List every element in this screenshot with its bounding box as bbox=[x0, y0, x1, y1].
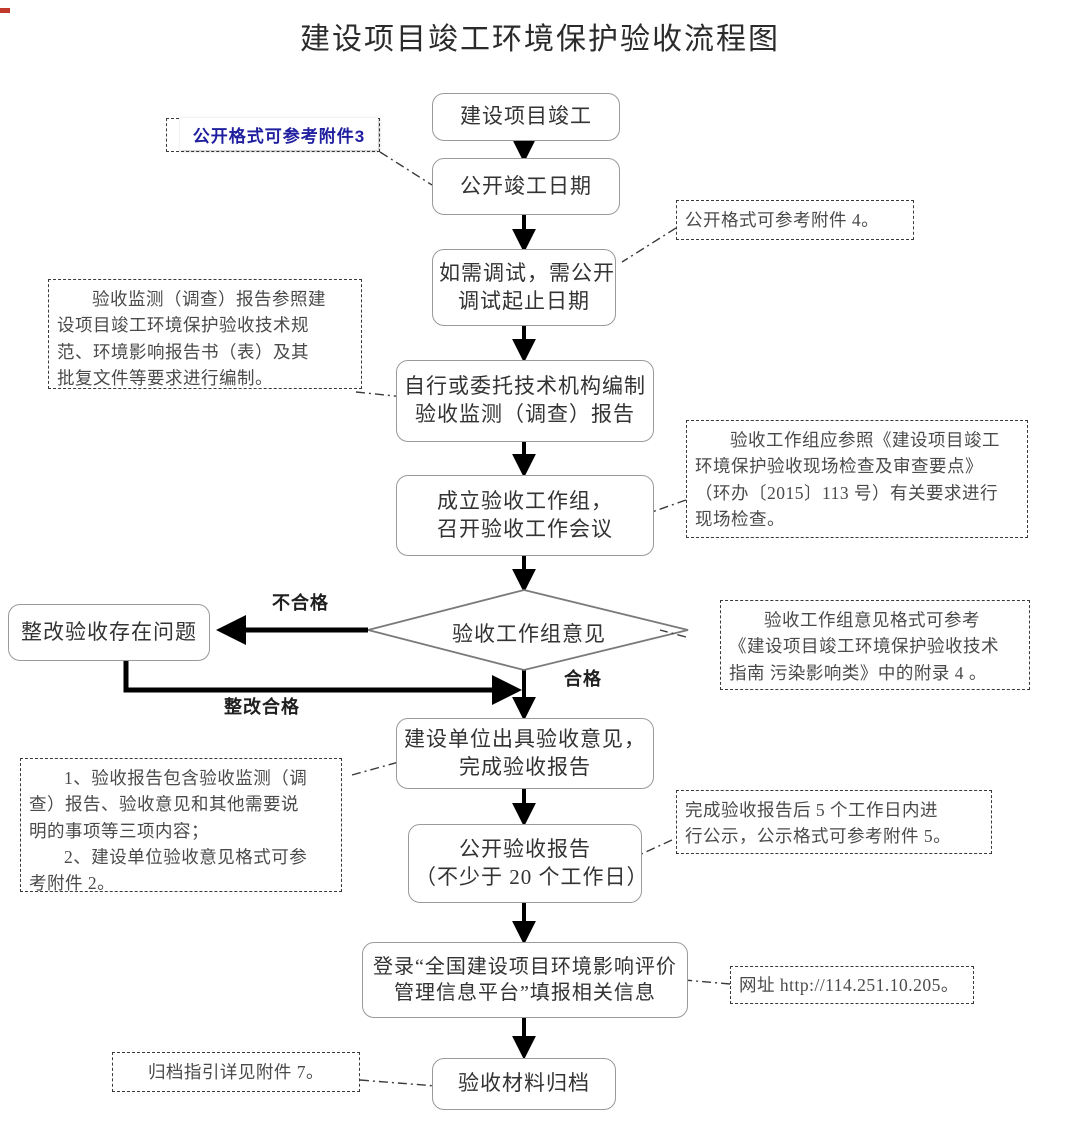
note-line: 《建设项目竣工环境保护验收技术 bbox=[729, 636, 999, 657]
node-line: 整改验收存在问题 bbox=[21, 619, 197, 644]
edge-label-pass: 合格 bbox=[564, 669, 602, 689]
node-rectify-issues[interactable]: 整改验收存在问题 bbox=[8, 604, 210, 661]
node-line: 公开竣工日期 bbox=[460, 173, 592, 198]
node-line: 管理信息平台”填报相关信息 bbox=[394, 982, 656, 1004]
rectified-branch-arrow bbox=[123, 661, 522, 705]
note-archive-guide: 归档指引详见附件 7。 bbox=[112, 1052, 360, 1092]
note-line: 范、环境影响报告书（表）及其 bbox=[57, 341, 309, 362]
node-establish-workgroup[interactable]: 成立验收工作组， 召开验收工作会议 bbox=[396, 475, 654, 556]
note-website-url: 网址 http://114.251.10.205。 bbox=[730, 966, 974, 1004]
note-line: 行公示，公示格式可参考附件 5。 bbox=[685, 826, 952, 847]
node-line: （不少于 20 个工作日） bbox=[415, 864, 649, 889]
note-line: 批复文件等要求进行编制。 bbox=[57, 367, 273, 388]
node-line: 验收监测（调查）报告 bbox=[415, 402, 635, 426]
note-opinion-format: 验收工作组意见格式可参考 《建设项目竣工环境保护验收技术 指南 污染影响类》中的… bbox=[720, 600, 1030, 690]
node-publish-acceptance-report[interactable]: 公开验收报告 （不少于 20 个工作日） bbox=[408, 824, 649, 903]
note-line: 公开格式可参考附件 4。 bbox=[685, 209, 880, 230]
node-line: 完成验收报告 bbox=[459, 754, 591, 779]
note-line: 2、建设单位验收意见格式可参 bbox=[64, 846, 308, 867]
node-archive-materials[interactable]: 验收材料归档 bbox=[432, 1058, 616, 1110]
note-attachment4: 公开格式可参考附件 4。 bbox=[676, 200, 914, 240]
note-line: 指南 污染影响类》中的附录 4 。 bbox=[729, 662, 987, 683]
note-line: 设项目竣工环境保护验收技术规 bbox=[57, 315, 309, 336]
note-line: 明的事项等三项内容； bbox=[29, 820, 209, 841]
node-issue-acceptance-opinion[interactable]: 建设单位出具验收意见， 完成验收报告 bbox=[396, 718, 654, 789]
callout-attachment3[interactable]: 公开格式可参考附件3 bbox=[180, 118, 378, 150]
node-line: 公开验收报告 bbox=[459, 836, 591, 861]
note-line: 环境保护验收现场检查及审查要点》 bbox=[695, 456, 983, 477]
node-line: 建设单位出具验收意见， bbox=[404, 726, 646, 751]
red-corner-mark bbox=[0, 8, 10, 13]
node-project-completion[interactable]: 建设项目竣工 bbox=[432, 93, 620, 141]
note-line: 归档指引详见附件 7。 bbox=[147, 1061, 325, 1082]
node-line: 如需调试，需公开 bbox=[439, 260, 615, 285]
node-line: 登录“全国建设项目环境影响评价 bbox=[373, 955, 677, 978]
node-line: 召开验收工作会议 bbox=[437, 516, 613, 541]
note-line: 考附件 2。 bbox=[29, 873, 116, 893]
callout-attachment3-text: 公开格式可参考附件3 bbox=[192, 126, 366, 146]
note-line: 现场检查。 bbox=[695, 508, 785, 529]
note-workgroup-inspection: 验收工作组应参照《建设项目竣工 环境保护验收现场检查及审查要点》 （环办〔201… bbox=[686, 420, 1028, 538]
node-commissioning-dates[interactable]: 如需调试，需公开 调试起止日期 bbox=[432, 249, 616, 326]
node-publish-completion-date[interactable]: 公开竣工日期 bbox=[432, 158, 620, 215]
note-publicity-period: 完成验收报告后 5 个工作日内进 行公示，公示格式可参考附件 5。 bbox=[676, 790, 992, 854]
note-report-content: 1、验收报告包含验收监测（调 查）报告、验收意见和其他需要说 明的事项等三项内容… bbox=[20, 758, 342, 893]
note-line: 验收工作组应参照《建设项目竣工 bbox=[730, 430, 1000, 450]
page-title: 建设项目竣工环境保护验收流程图 bbox=[300, 23, 780, 56]
node-prepare-monitoring-report[interactable]: 自行或委托技术机构编制 验收监测（调查）报告 bbox=[396, 360, 654, 442]
note-line: 查）报告、验收意见和其他需要说 bbox=[29, 794, 299, 815]
note-line: 1、验收报告包含验收监测（调 bbox=[64, 768, 308, 788]
decision-diamond bbox=[367, 589, 689, 671]
decision-label: 验收工作组意见 bbox=[452, 622, 606, 646]
note-line: 验收工作组意见格式可参考 bbox=[764, 610, 980, 630]
edge-label-fail: 不合格 bbox=[272, 593, 329, 613]
node-line: 成立验收工作组， bbox=[437, 488, 613, 513]
note-monitoring-report: 验收监测（调查）报告参照建 设项目竣工环境保护验收技术规 范、环境影响报告书（表… bbox=[48, 279, 362, 389]
edge-label-rectified: 整改合格 bbox=[224, 697, 300, 717]
note-line: 完成验收报告后 5 个工作日内进 bbox=[685, 800, 938, 820]
node-line: 建设项目竣工 bbox=[460, 104, 592, 129]
node-line: 调试起止日期 bbox=[458, 288, 590, 313]
note-line: （环办〔2015〕113 号）有关要求进行 bbox=[695, 482, 998, 503]
node-line: 自行或委托技术机构编制 bbox=[404, 374, 646, 399]
node-line: 验收材料归档 bbox=[458, 1071, 590, 1096]
node-login-platform[interactable]: 登录“全国建设项目环境影响评价 管理信息平台”填报相关信息 bbox=[362, 942, 688, 1018]
note-line: 验收监测（调查）报告参照建 bbox=[92, 289, 326, 309]
note-line: 网址 http://114.251.10.205。 bbox=[739, 974, 959, 995]
